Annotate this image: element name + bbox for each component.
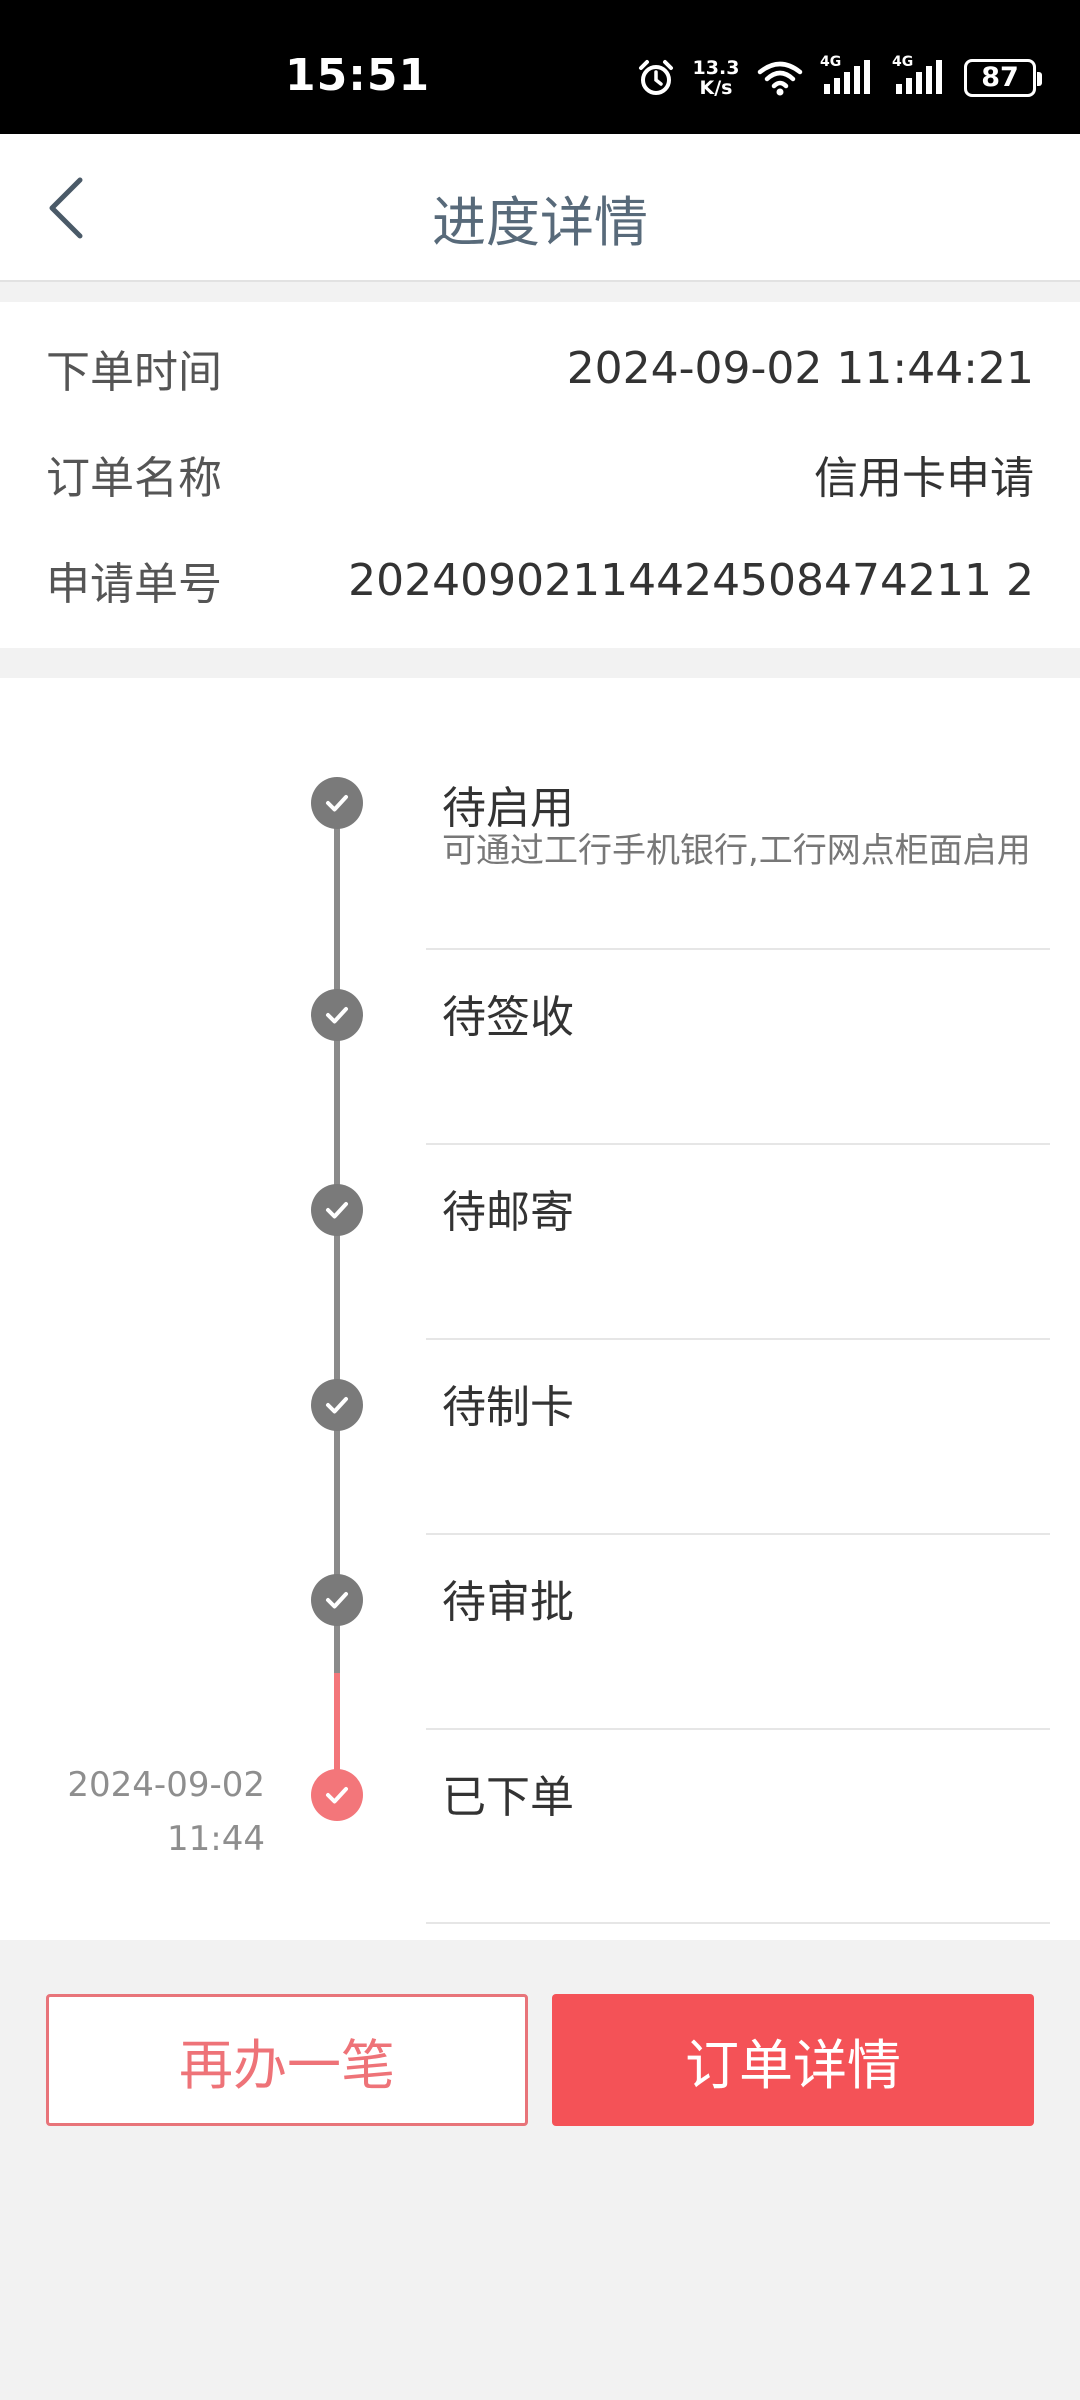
nav-bar: 进度详情	[0, 134, 1080, 282]
order-info-card: 下单时间 2024-09-02 11:44:21 订单名称 信用卡申请 申请单号…	[0, 302, 1080, 648]
info-label: 订单名称	[46, 453, 222, 504]
divider	[426, 1728, 1050, 1730]
net-label: 4G	[892, 54, 914, 70]
step-done-icon	[311, 777, 363, 829]
battery-icon: 87	[964, 59, 1042, 97]
divider	[426, 1338, 1050, 1340]
divider	[426, 1533, 1050, 1535]
signal-icon: 4G	[820, 54, 876, 98]
network-speed: 13.3 K/s	[692, 58, 740, 98]
apply-again-button[interactable]: 再办一笔	[46, 1994, 528, 2126]
info-value: 信用卡申请	[814, 453, 1034, 504]
step-done-icon	[311, 989, 363, 1041]
chevron-left-icon	[49, 177, 83, 239]
info-value: 20240902114424508474211 2	[348, 554, 1034, 606]
step-time: 11:44	[167, 1819, 265, 1859]
step-done-icon	[311, 1574, 363, 1626]
timeline-line	[334, 803, 340, 1673]
status-time: 15:51	[285, 50, 431, 101]
info-label: 下单时间	[46, 347, 222, 398]
step-done-icon	[311, 1379, 363, 1431]
info-row-order-name: 订单名称 信用卡申请	[46, 444, 1034, 504]
signal-icon: 4G	[892, 54, 948, 98]
step-title: 已下单	[442, 1772, 574, 1823]
wifi-icon	[756, 58, 804, 98]
step-current-icon	[311, 1769, 363, 1821]
timeline-line-current	[334, 1673, 340, 1793]
info-row-application-number: 申请单号 20240902114424508474211 2	[46, 550, 1034, 611]
step-title: 待审批	[442, 1577, 574, 1628]
step-date: 2024-09-02	[67, 1765, 265, 1805]
step-title: 待签收	[442, 992, 574, 1043]
back-button[interactable]	[30, 172, 102, 244]
speed-value: 13.3	[692, 57, 740, 79]
speed-unit: K/s	[699, 77, 733, 99]
step-title: 待邮寄	[442, 1187, 574, 1238]
info-row-order-time: 下单时间 2024-09-02 11:44:21	[46, 338, 1034, 399]
info-label: 申请单号	[46, 559, 222, 610]
net-label: 4G	[820, 54, 842, 70]
step-title: 待制卡	[442, 1382, 574, 1433]
divider	[426, 1143, 1050, 1145]
step-done-icon	[311, 1184, 363, 1236]
order-detail-button[interactable]: 订单详情	[552, 1994, 1034, 2126]
step-title: 待启用	[442, 783, 574, 834]
divider	[426, 1922, 1050, 1924]
alarm-icon	[636, 58, 676, 98]
step-timestamp: 2024-09-02 11:44	[40, 1758, 265, 1866]
progress-timeline: 待启用 可通过工行手机银行,工行网点柜面启用 待签收 待邮寄 待制卡 待审批 2…	[0, 678, 1080, 1940]
page-title: 进度详情	[432, 191, 648, 254]
status-icons: 13.3 K/s 4G 4G	[636, 54, 1042, 102]
info-value: 2024-09-02 11:44:21	[566, 342, 1034, 394]
status-bar: 15:51 13.3 K/s 4G	[0, 0, 1080, 134]
step-desc: 可通过工行手机银行,工行网点柜面启用	[442, 831, 1031, 871]
divider	[426, 948, 1050, 950]
